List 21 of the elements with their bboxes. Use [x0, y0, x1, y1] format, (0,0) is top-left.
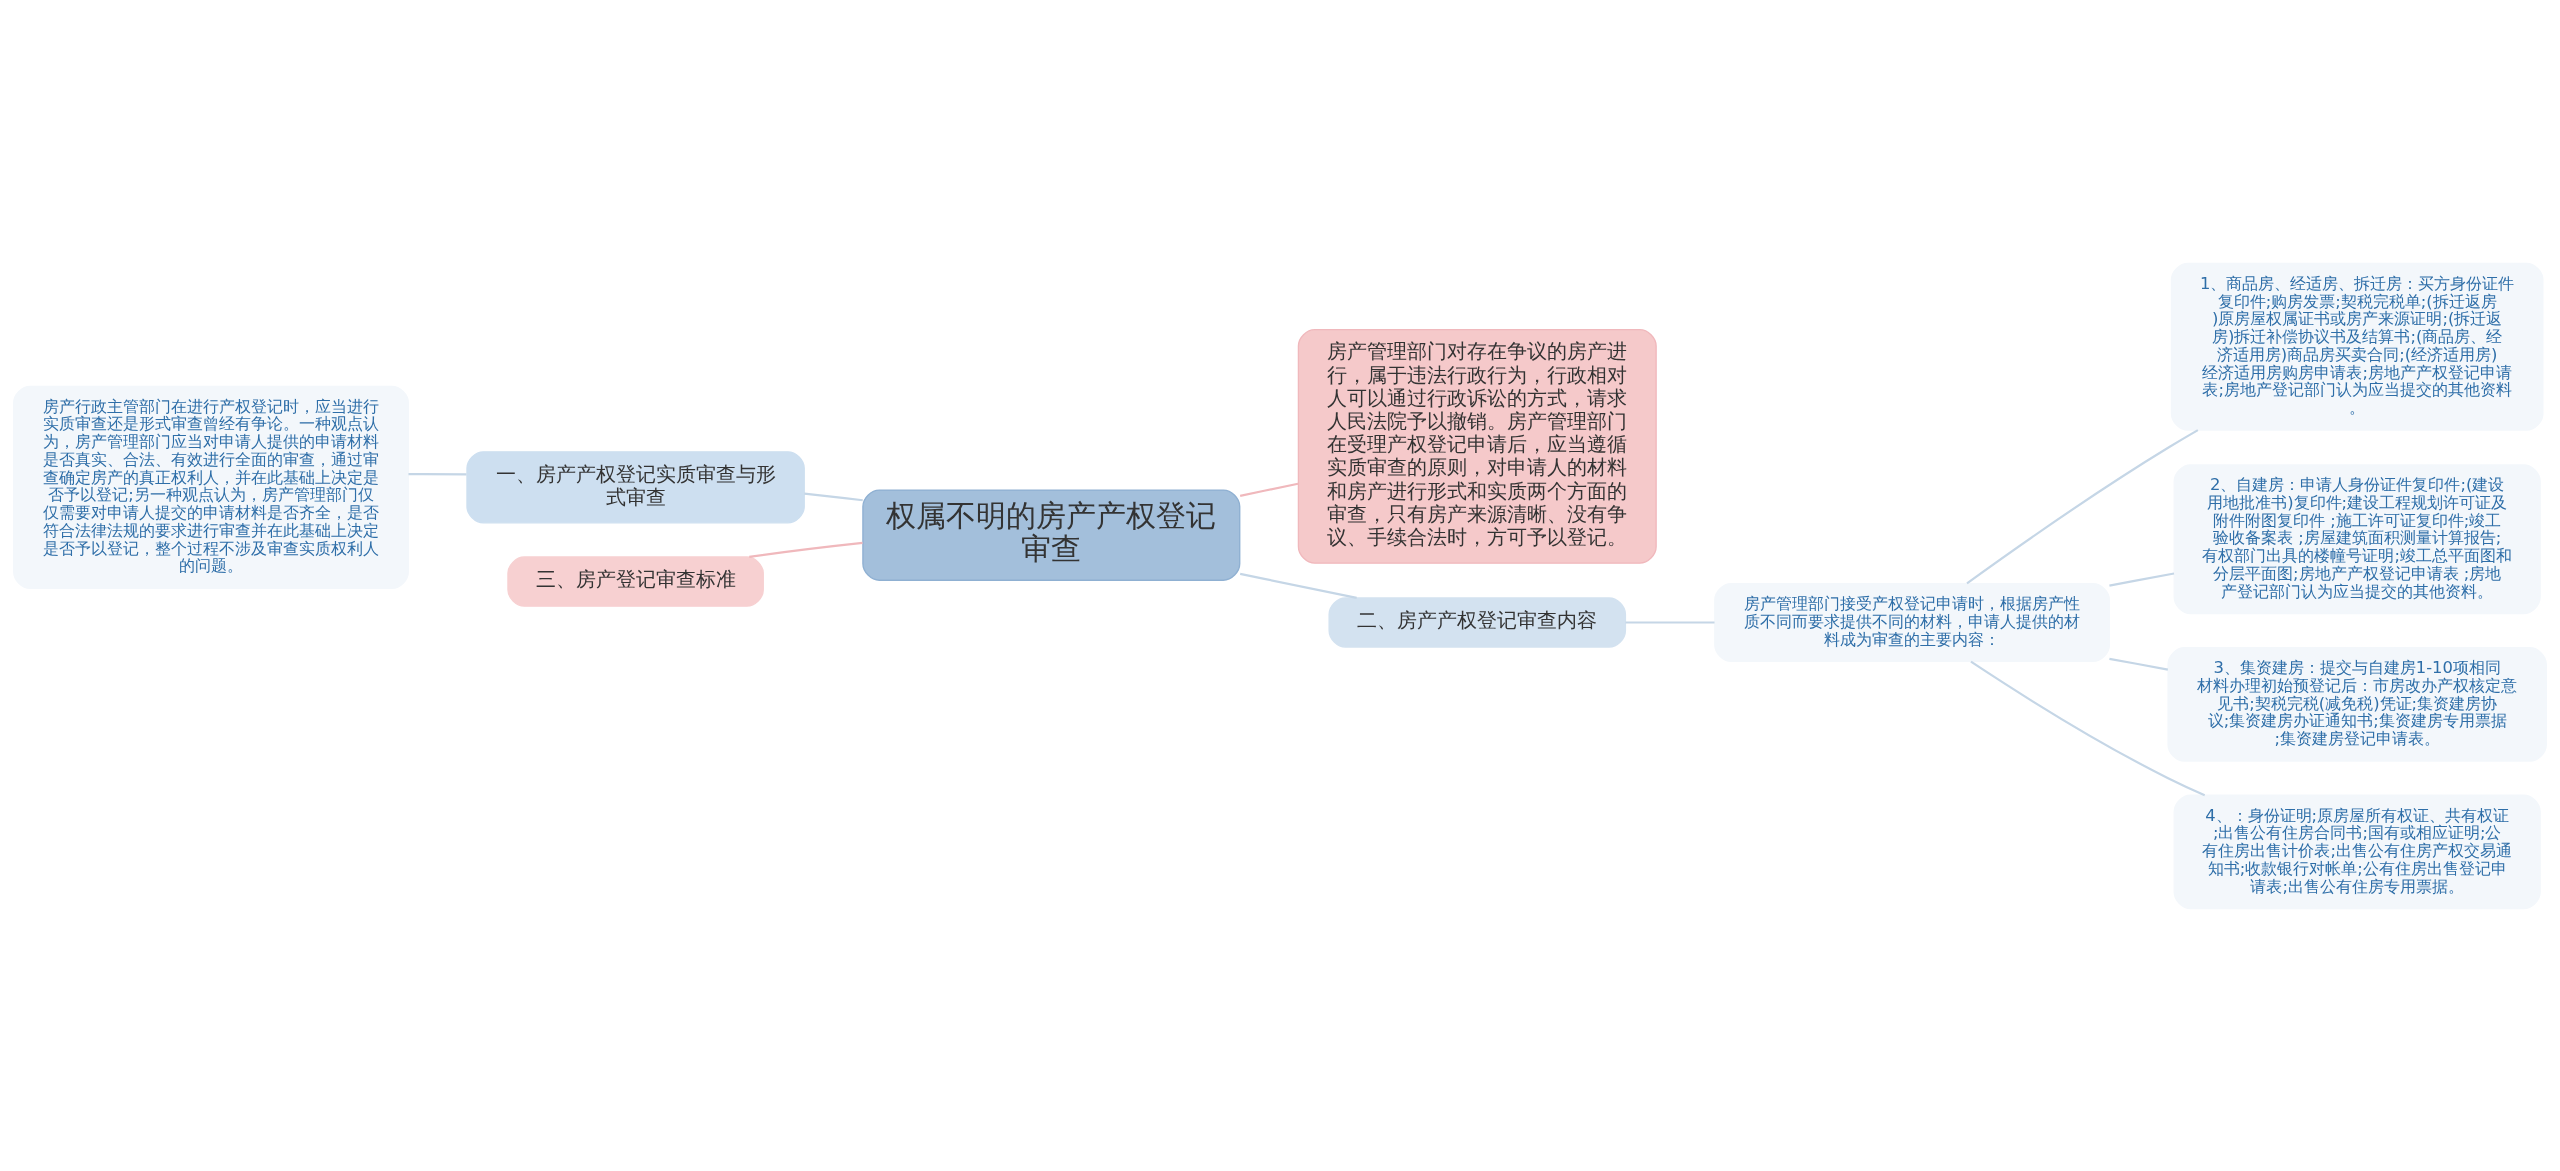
node-box: 二、房产产权登记审查内容 [1328, 596, 1627, 648]
node-box: 房产管理部门对存在争议的房产进行，属于违法行政行为，行政相对人可以通过行政诉讼的方式，请求人民法院予以撤销。房产管理部门在受理产权登记申请后，应当遵循实质审查的原则，对申请人的材料和房产进行形式和实质两个方面的审查，只有房产来源清晰、没有争议、手续合法时，方可予以登记。 [1297, 328, 1657, 564]
node-box: 4、：身份证明;原房屋所有权证、共有权证;出售公有住房合同书;国有或相应证明;公有住房出售计价表;出售公有住房产权交易通知书;收款银行对帐单;公有住房出售登记申请表;出售公有住房专用票据。 [2173, 794, 2541, 909]
connector [749, 541, 863, 558]
connector [2109, 657, 2169, 671]
connector [1966, 428, 2199, 584]
node-box: 一、房产产权登记实质审查与形式审查 [466, 450, 805, 524]
connector [408, 472, 467, 475]
node-box: 3、集资建房：提交与自建房1-10项相同材料办理初始预登记后：市房改办产权核定意见书;契税完税(减免税)凭证;集资建房协议;集资建房办证通知书;集资建房专用票据;集资建房登记申请表。 [2167, 646, 2547, 762]
connector [804, 492, 863, 501]
node-box: 权属不明的房产产权登记审查 [862, 488, 1241, 581]
connector [1625, 620, 1715, 624]
node-box: 房产行政主管部门在进行产权登记时，应当进行实质审查还是形式审查曾经有争论。一种观点认为，房产管理部门应当对申请人提供的申请材料是否真实、合法、有效进行全面的审查，通过审查确定房产的真正权利人，并在此基础上决定是否予以登记;另一种观点认为，房产管理部门仅仅需要对申请人提交的申请材料是否齐全，是否符合法律法规的要求进行审查并在此基础上决定是否予以登记，整个过程不涉及审查实质权利人的问题。 [13, 385, 409, 589]
connector [1970, 660, 2206, 796]
node-box: 三、房产登记审查标准 [507, 555, 764, 607]
node-box: 1、商品房、经适房、拆迁房：买方身份证件复印件;购房发票;契税完税单;(拆迁返房)原房屋权属证书或房产来源证明;(拆迁返房)拆迁补偿协议书及结算书;(商品房、经济适用房)商品房买卖合同;(经济适用房)经济适用房购房申请表;房地产产权登记申请表;房地产登记部门认为应当提交的其他资料。 [2170, 262, 2544, 431]
connector [2109, 571, 2175, 587]
node-box: 房产管理部门接受产权登记申请时，根据房产性质不同而要求提供不同的材料，申请人提供的材料成为审查的主要内容： [1714, 582, 2111, 662]
node-box: 2、自建房：申请人身份证件复印件;(建设用地批准书)复印件;建设工程规划许可证及附件附图复印件 ;施工许可证复印件;竣工验收备案表 ;房屋建筑面积测量计算报告;有权部门出具的楼幢号证明;竣工总平面图和分层平面图;房地产产权登记申请表 ;房地产登记部门认为应当提交的其他资料。 [2173, 463, 2541, 614]
connector [1239, 482, 1299, 497]
connector [1239, 572, 1357, 599]
